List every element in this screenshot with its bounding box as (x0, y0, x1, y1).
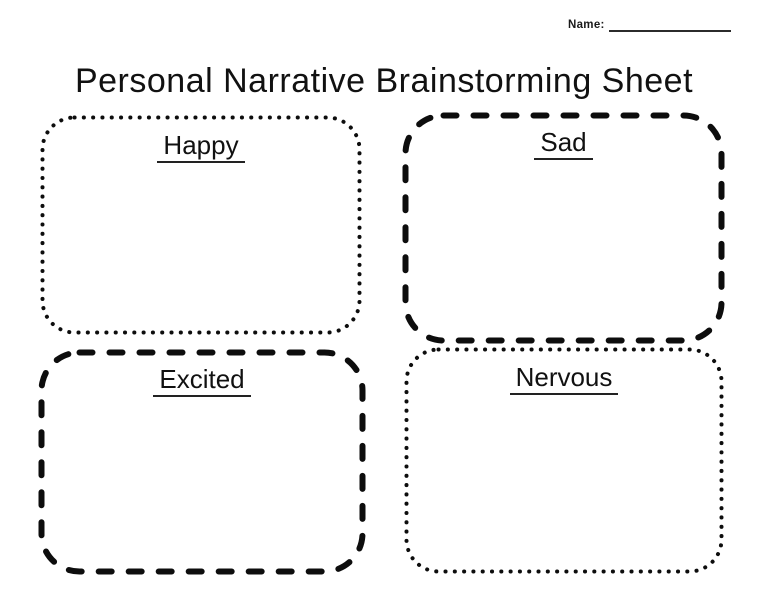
page-title: Personal Narrative Brainstorming Sheet (74, 62, 694, 100)
name-blank-line (608, 19, 731, 32)
happy-writing-area (52, 171, 350, 323)
excited-writing-area (50, 405, 354, 563)
name-row: Name: (568, 18, 731, 32)
name-label: Name: (568, 19, 605, 31)
box-happy: Happy (40, 115, 362, 335)
box-nervous: Nervous (404, 347, 724, 574)
dashed-border-icon (38, 349, 366, 575)
nervous-writing-area (416, 403, 712, 562)
box-label-happy: Happy (40, 131, 362, 163)
box-excited: Excited (38, 349, 366, 575)
dashed-border-icon (402, 112, 725, 344)
dotted-border-icon (404, 347, 724, 574)
sad-writing-area (414, 168, 713, 332)
box-label-excited: Excited (38, 365, 366, 397)
dotted-border-icon (40, 115, 362, 335)
box-label-nervous: Nervous (404, 363, 724, 395)
box-sad: Sad (402, 112, 725, 344)
box-label-sad: Sad (402, 128, 725, 160)
